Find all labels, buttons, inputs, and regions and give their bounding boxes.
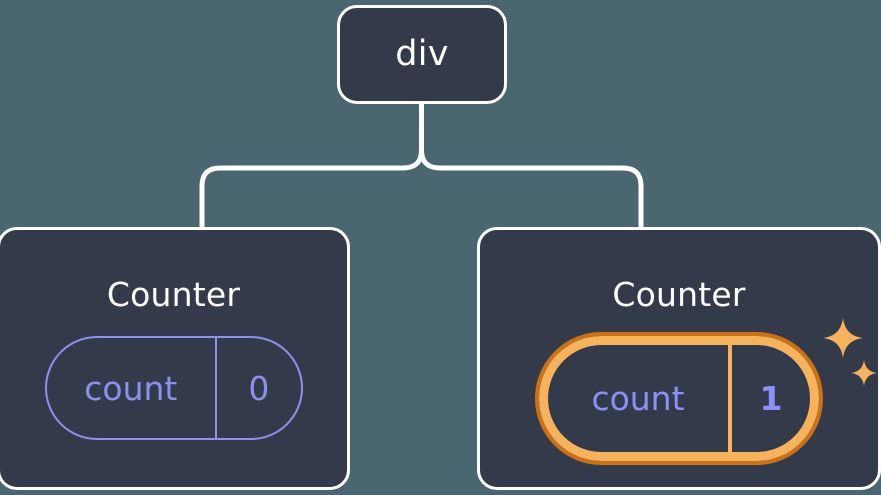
sparkle-group xyxy=(821,318,881,408)
connector-branch-left xyxy=(199,147,424,230)
state-pill-divider-right xyxy=(728,345,732,452)
node-counter-left-label: Counter xyxy=(106,275,241,314)
node-counter-left[interactable]: Counter count 0 xyxy=(0,227,350,490)
node-counter-right[interactable]: Counter count 1 xyxy=(477,227,881,490)
node-div-label: div xyxy=(395,34,449,74)
sparkle-big-icon xyxy=(823,318,863,358)
state-pill-count-right[interactable]: count 1 xyxy=(535,332,823,465)
state-pill-wrapper-left: count 0 xyxy=(44,336,303,440)
connector-branch-right xyxy=(419,147,644,230)
sparkle-small-icon xyxy=(851,360,877,386)
state-key-right: count xyxy=(591,379,685,418)
state-pill-wrapper-right: count 1 xyxy=(535,318,877,465)
node-div[interactable]: div xyxy=(337,5,507,104)
state-pill-count-left[interactable]: count 0 xyxy=(44,336,303,440)
state-value-left: 0 xyxy=(248,368,270,408)
node-counter-right-label: Counter xyxy=(612,275,746,314)
state-key-left: count xyxy=(84,368,178,408)
state-value-right: 1 xyxy=(759,379,783,418)
state-pill-divider-left xyxy=(215,338,218,438)
